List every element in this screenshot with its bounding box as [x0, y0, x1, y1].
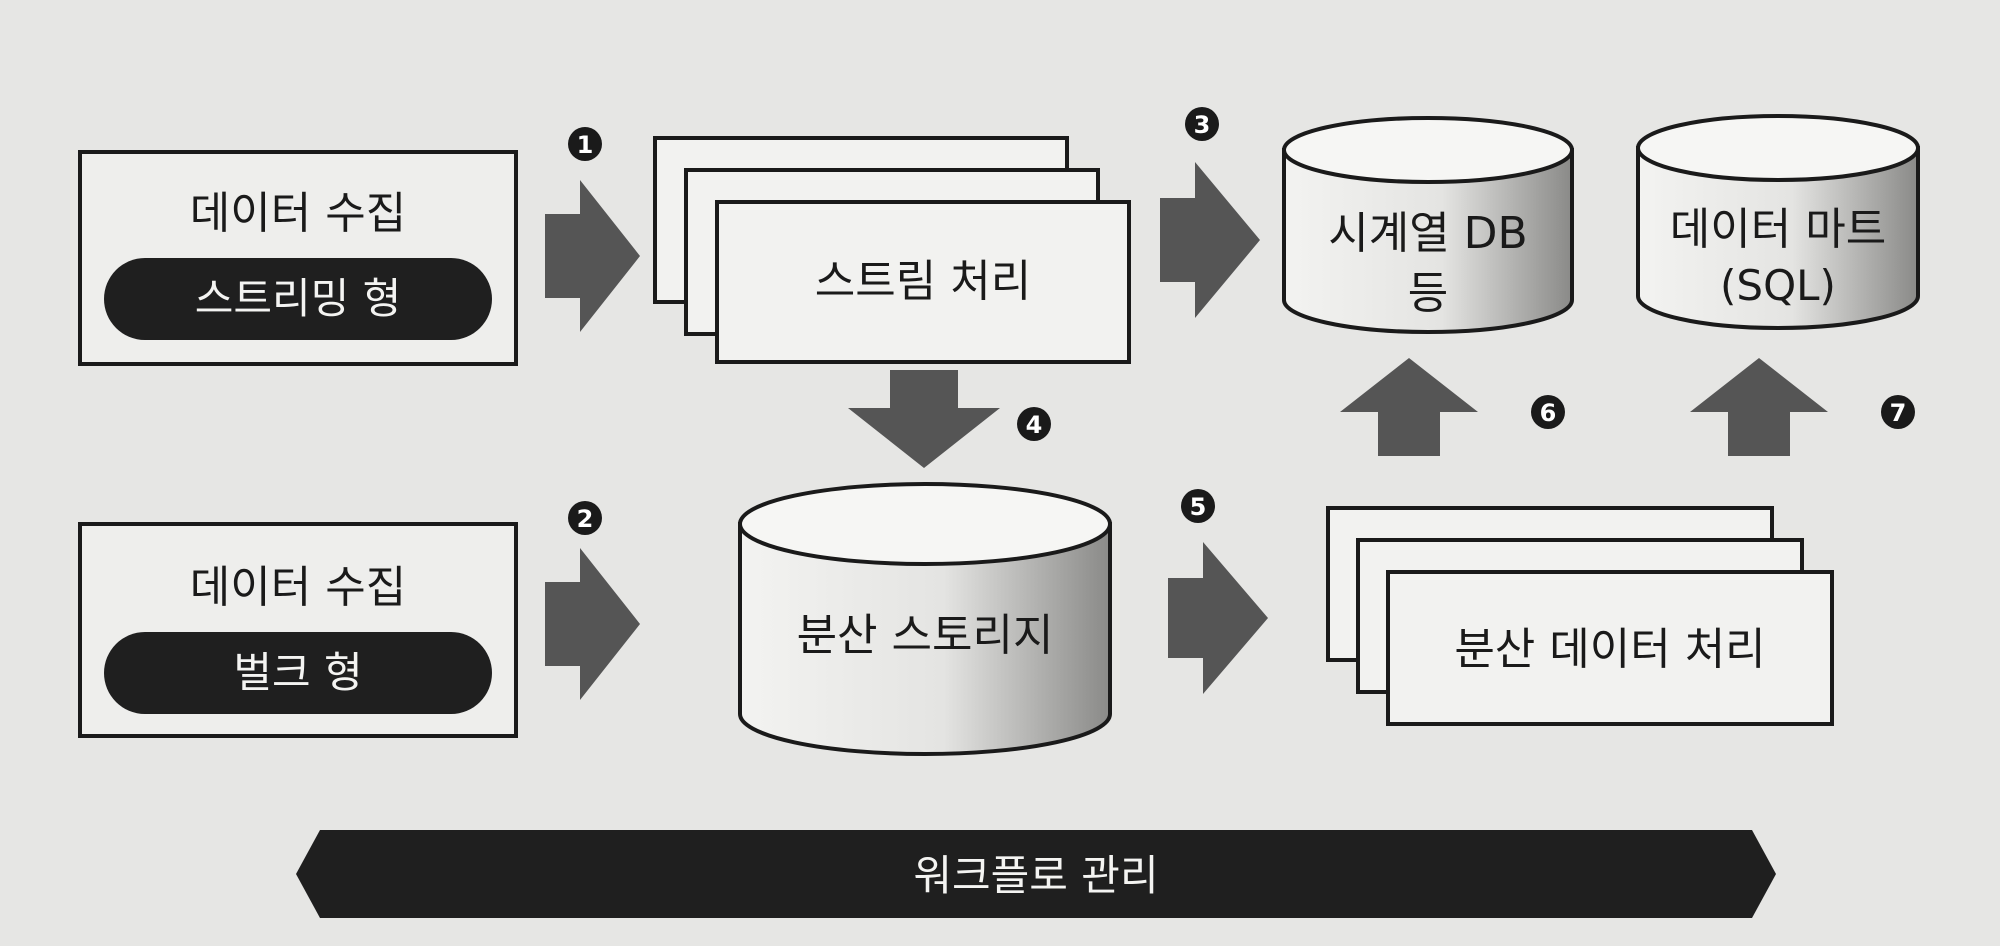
bulk-type-label: 벌크 형 [233, 648, 362, 697]
distributed-storage-label: 분산 스토리지 [797, 610, 1054, 661]
collect-streaming-title: 데이터 수집 [190, 188, 406, 239]
collect-streaming-box: 데이터 수집 스트리밍 형 [78, 150, 518, 366]
stream-processing-stack: 스트림 처리 [653, 136, 1131, 364]
step-badge-5: 5 [1181, 489, 1215, 523]
arrow-3-icon [1160, 162, 1260, 318]
data-mart-cylinder: 데이터 마트 (SQL) [1636, 114, 1920, 330]
timeseries-db-line2: 등 [1408, 268, 1448, 319]
svg-text:6: 6 [1540, 399, 1557, 427]
collect-bulk-title: 데이터 수집 [190, 562, 406, 613]
stream-processing-label: 스트림 처리 [815, 256, 1031, 307]
arrow-5-icon [1168, 542, 1268, 694]
workflow-label: 워크플로 관리 [913, 851, 1158, 900]
streaming-type-label: 스트리밍 형 [195, 274, 402, 323]
arrow-6-icon [1340, 358, 1478, 456]
streaming-type-pill [104, 258, 492, 340]
arrow-7-icon [1690, 358, 1828, 456]
step-badge-4: 4 [1017, 407, 1051, 441]
svg-text:3: 3 [1194, 111, 1211, 139]
svg-text:5: 5 [1190, 493, 1207, 521]
step-badge-2: 2 [568, 501, 602, 535]
data-mart-line1: 데이터 마트 [1670, 204, 1886, 255]
timeseries-db-cylinder: 시계열 DB 등 [1282, 116, 1574, 334]
collect-bulk-box: 데이터 수집 벌크 형 [78, 522, 518, 738]
svg-text:2: 2 [577, 505, 594, 533]
step-badge-1: 1 [568, 127, 602, 161]
step-badge-3: 3 [1185, 107, 1219, 141]
step-badge-6: 6 [1531, 395, 1565, 429]
distributed-processing-label: 분산 데이터 처리 [1454, 624, 1765, 675]
workflow-banner: 워크플로 관리 [296, 830, 1776, 918]
timeseries-db-line1: 시계열 DB [1328, 208, 1528, 259]
arrow-1-icon [545, 180, 640, 332]
arrow-4-icon [848, 370, 1000, 468]
svg-text:1: 1 [577, 131, 594, 159]
distributed-storage-cylinder: 분산 스토리지 [738, 482, 1112, 756]
svg-text:4: 4 [1026, 411, 1043, 439]
svg-text:7: 7 [1890, 399, 1907, 427]
data-mart-line2: (SQL) [1720, 261, 1836, 310]
arrow-2-icon [545, 548, 640, 700]
bulk-type-pill [104, 632, 492, 714]
step-badge-7: 7 [1881, 395, 1915, 429]
distributed-processing-stack: 분산 데이터 처리 [1326, 506, 1834, 726]
